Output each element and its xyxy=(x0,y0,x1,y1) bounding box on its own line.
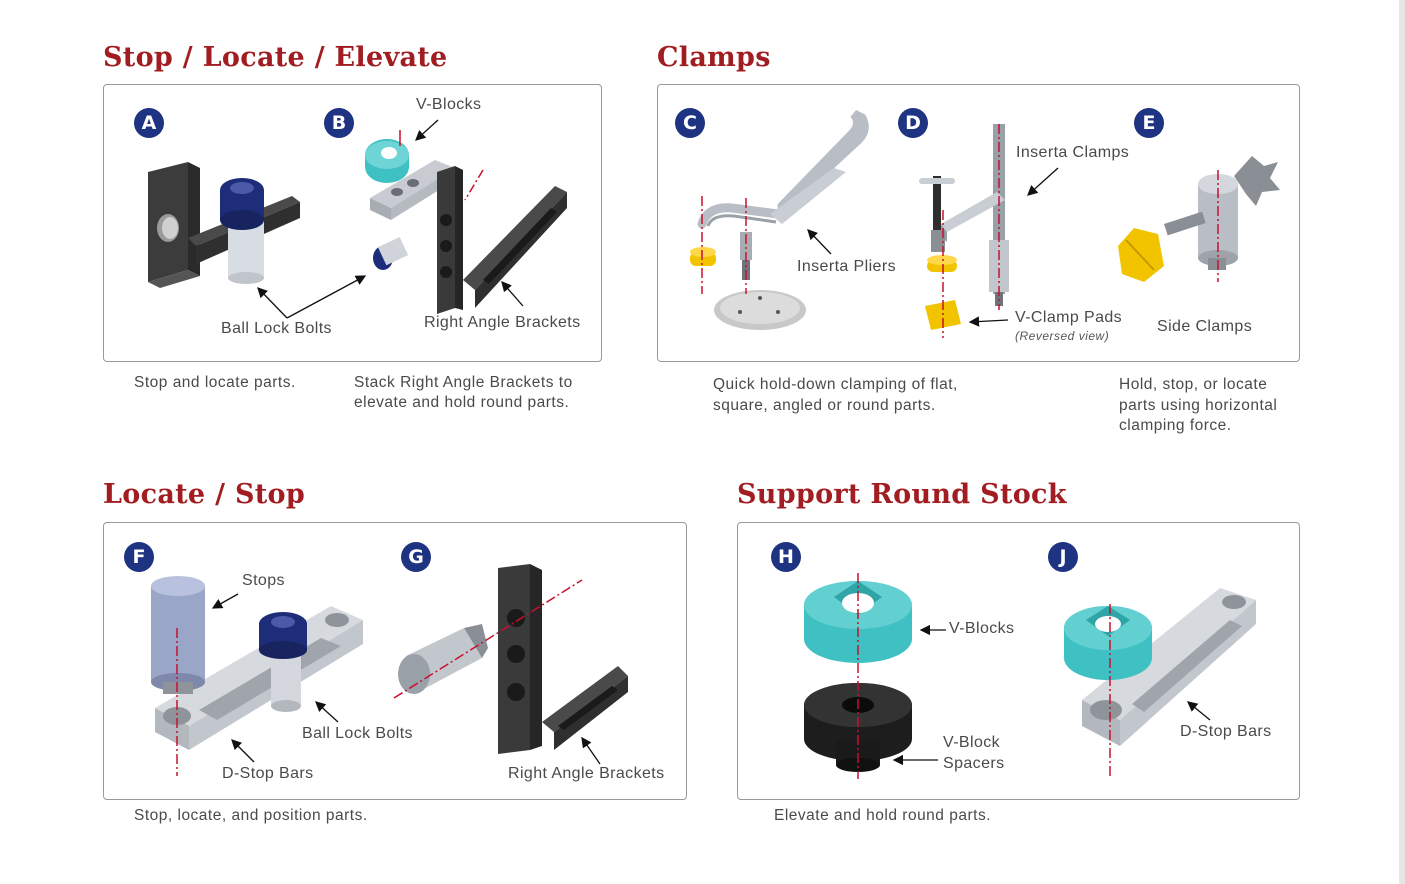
description-f: Stop, locate, and position parts. xyxy=(134,807,368,824)
inserta-pliers-illustration xyxy=(690,109,869,330)
label-right-angle-brackets-b: Right Angle Brackets xyxy=(424,314,581,331)
badge-c: C xyxy=(675,108,705,138)
label-d-stop-bars-f: D-Stop Bars xyxy=(222,765,314,782)
description-h: Elevate and hold round parts. xyxy=(774,807,991,824)
label-v-blocks-b: V-Blocks xyxy=(416,96,482,113)
side-clamp-illustration xyxy=(1118,156,1280,282)
label-v-clamp-pads: V-Clamp Pads xyxy=(1015,309,1123,326)
section-title-support-round-stock: Support Round Stock xyxy=(737,479,1067,510)
section-title-locate-stop: Locate / Stop xyxy=(103,479,305,510)
label-ball-lock-bolts-f: Ball Lock Bolts xyxy=(302,725,413,742)
label-reversed-view: (Reversed view) xyxy=(1015,329,1110,343)
section-title-stop-locate-elevate: Stop / Locate / Elevate xyxy=(103,42,448,73)
label-v-block-spacers-line1: V-Block xyxy=(943,734,1001,751)
v-block-d-stop-bar-illustration xyxy=(1064,588,1256,776)
label-stops: Stops xyxy=(242,572,285,589)
stacked-brackets-v-block-illustration xyxy=(365,130,567,314)
page-edge xyxy=(1399,0,1405,884)
description-c-line1: Quick hold-down clamping of flat, xyxy=(713,376,958,393)
badge-b: B xyxy=(324,108,354,138)
inserta-clamp-illustration xyxy=(919,124,1009,338)
badge-j: J xyxy=(1048,542,1078,572)
badge-d: D xyxy=(898,108,928,138)
badge-e: E xyxy=(1134,108,1164,138)
v-block-spacer-illustration xyxy=(804,573,912,779)
description-e-line1: Hold, stop, or locate xyxy=(1119,376,1268,393)
description-e-line3: clamping force. xyxy=(1119,417,1232,434)
label-side-clamps: Side Clamps xyxy=(1157,318,1253,335)
label-inserta-clamps: Inserta Clamps xyxy=(1016,144,1130,161)
stop-right-angle-bracket-illustration xyxy=(393,564,628,754)
label-ball-lock-bolts-a: Ball Lock Bolts xyxy=(221,320,332,337)
right-angle-bracket-with-bolt-illustration xyxy=(148,162,300,288)
description-b-line2: elevate and hold round parts. xyxy=(354,394,570,411)
description-b-line1: Stack Right Angle Brackets to xyxy=(354,374,573,391)
description-c-line2: square, angled or round parts. xyxy=(713,397,936,414)
description-a: Stop and locate parts. xyxy=(134,374,296,391)
badge-h: H xyxy=(771,542,801,572)
label-v-block-spacers-line2: Spacers xyxy=(943,755,1005,772)
badge-a: A xyxy=(134,108,164,138)
label-d-stop-bars-j: D-Stop Bars xyxy=(1180,723,1272,740)
stops-d-stop-bar-illustration xyxy=(151,576,363,776)
badge-f: F xyxy=(124,542,154,572)
description-e-line2: parts using horizontal xyxy=(1119,397,1278,414)
label-v-blocks-h: V-Blocks xyxy=(949,620,1015,637)
label-right-angle-brackets-g: Right Angle Brackets xyxy=(508,765,665,782)
badge-g: G xyxy=(401,542,431,572)
label-inserta-pliers: Inserta Pliers xyxy=(797,258,896,275)
section-title-clamps: Clamps xyxy=(657,42,771,73)
